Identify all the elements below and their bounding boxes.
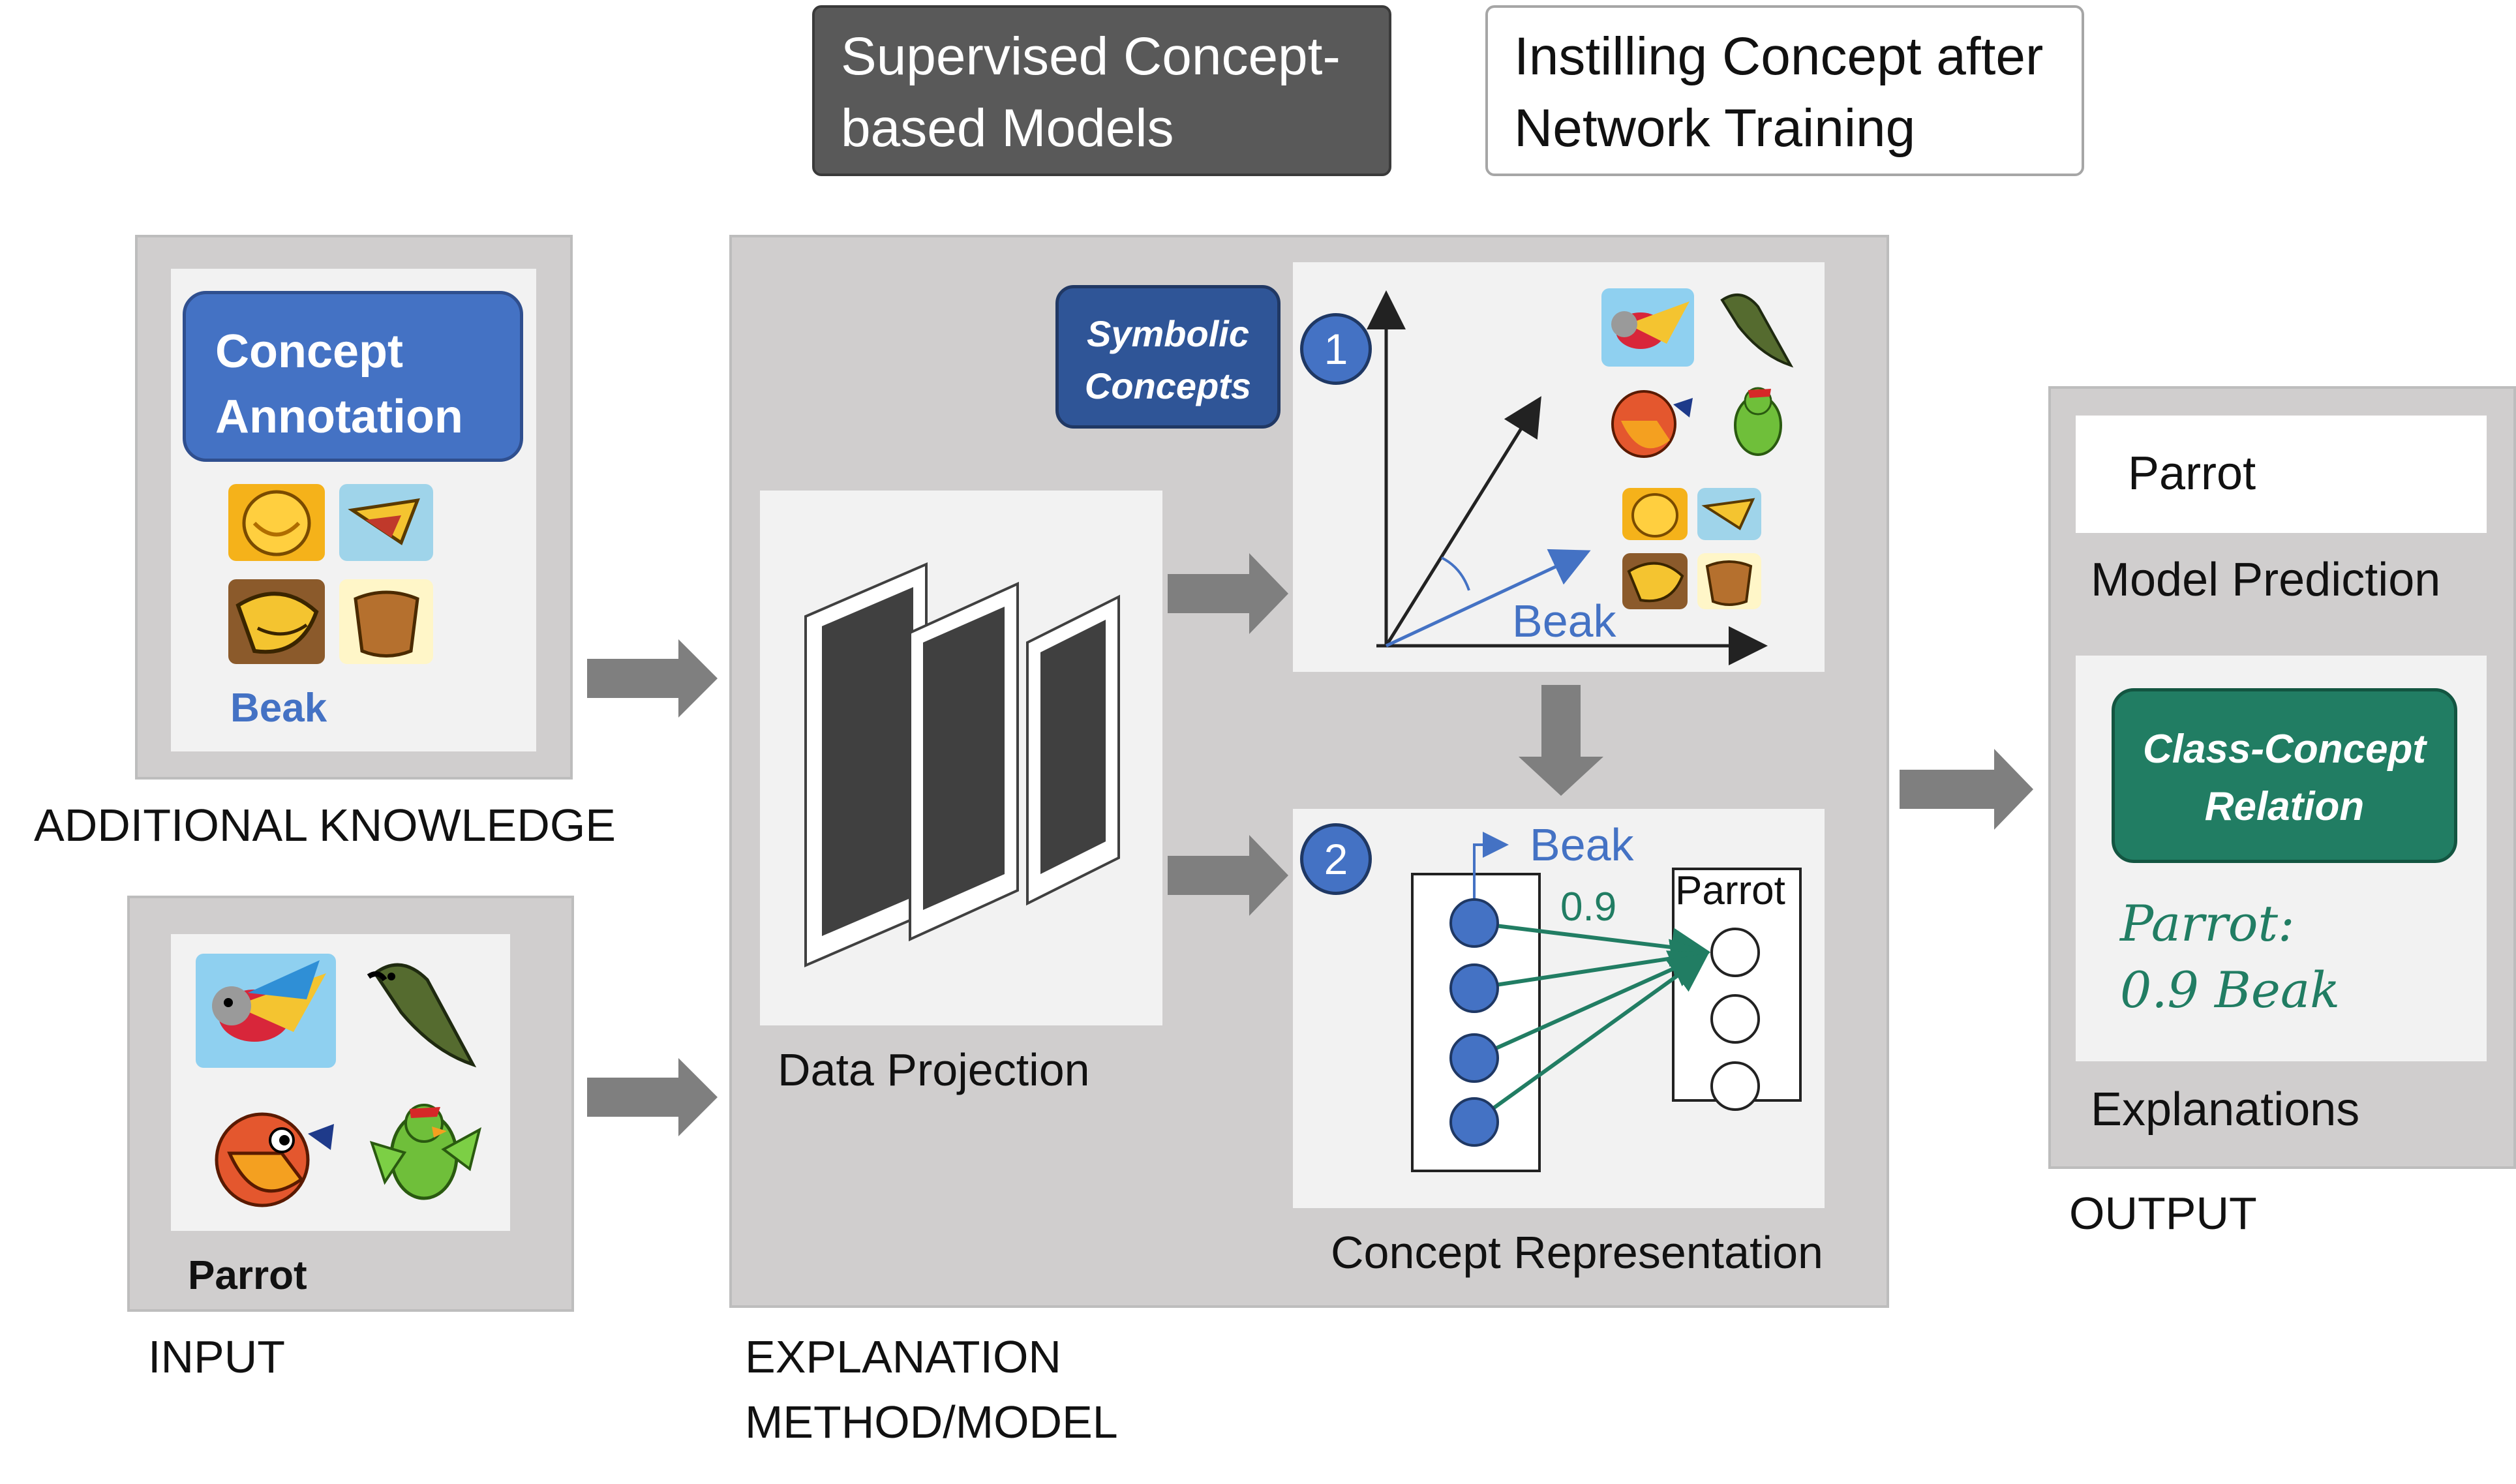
class-node-2 <box>1710 994 1760 1044</box>
parrot-image-2 <box>362 954 486 1071</box>
legend-instilling-label: Instilling Concept after Network Trainin… <box>1514 27 2044 158</box>
beak-thumbnail-4 <box>339 579 433 664</box>
edge-3 <box>1473 950 1710 1060</box>
beak-node-pointer <box>1473 832 1509 923</box>
legend-instilling: Instilling Concept after Network Trainin… <box>1485 5 2084 176</box>
legend-supervised: Supervised Concept-based Models <box>812 5 1391 176</box>
legend-supervised-label: Supervised Concept-based Models <box>841 27 1341 158</box>
prediction-value: Parrot <box>2128 447 2256 500</box>
space-beak-1 <box>1622 488 1688 540</box>
input-label: INPUT <box>148 1331 285 1382</box>
output-label: OUTPUT <box>2069 1188 2257 1239</box>
relation-formula-line2: 0.9 Beak <box>2120 961 2341 1019</box>
projection-layers <box>804 562 1120 968</box>
beak-vector <box>1385 549 1591 648</box>
input-class-label: Parrot <box>188 1253 307 1298</box>
space-parrot-1 <box>1601 288 1694 367</box>
edge-4 <box>1473 952 1709 1124</box>
concept-vector-plot <box>1367 290 1768 665</box>
class-vector <box>1384 396 1541 647</box>
relation-formula-line1: Parrot: <box>2120 894 2295 952</box>
arrow-space-to-representation <box>1519 685 1603 796</box>
arrow-knowledge-to-method <box>587 639 718 718</box>
parrot-image-4 <box>359 1091 489 1211</box>
edge-weight-label: 0.9 <box>1560 885 1617 930</box>
edge-1 <box>1474 921 1710 967</box>
arrow-method-to-output <box>1900 749 2033 830</box>
class-concept-relation-box: Class-Concept Relation <box>2112 688 2457 863</box>
additional-knowledge-label: ADDITIONAL KNOWLEDGE <box>34 800 616 851</box>
concept-node-4 <box>1449 1097 1499 1147</box>
space-beak-3 <box>1622 553 1688 609</box>
concept-node-1 <box>1449 898 1499 948</box>
parrot-node-label: Parrot <box>1675 868 1785 913</box>
beak-node-label: Beak <box>1530 819 1634 870</box>
data-projection-label: Data Projection <box>778 1044 1090 1095</box>
relation-formula: Parrot: 0.9 Beak <box>2120 890 2340 1023</box>
parrot-image-1 <box>196 954 336 1068</box>
space-beak-4 <box>1697 553 1761 609</box>
prediction-box <box>2076 416 2487 533</box>
explanations-label: Explanations <box>2091 1083 2360 1136</box>
space-parrot-2 <box>1712 287 1797 369</box>
arrow-input-to-method <box>587 1058 718 1136</box>
symbolic-concepts-label: Symbolic Concepts <box>1084 313 1252 406</box>
class-node-3 <box>1710 1061 1760 1111</box>
concept-annotation-box: Concept Annotation <box>183 291 523 462</box>
concept-annotation-title: Concept Annotation <box>215 326 463 443</box>
concept-node-2 <box>1449 963 1499 1013</box>
step-1-badge: 1 <box>1300 313 1372 385</box>
concept-layer-network <box>1411 832 1802 1172</box>
beak-thumbnail-3 <box>228 579 325 664</box>
beak-vector-label: Beak <box>1512 596 1616 646</box>
beak-thumbnail-2 <box>339 484 433 561</box>
space-beak-2 <box>1697 488 1761 540</box>
model-prediction-label: Model Prediction <box>2091 554 2441 606</box>
beak-thumbnail-1 <box>228 484 325 561</box>
class-node-1 <box>1710 928 1760 977</box>
parrot-image-3 <box>204 1088 344 1212</box>
space-parrot-4 <box>1712 378 1804 463</box>
arrow-projection-to-representation <box>1168 835 1288 916</box>
step-2-badge: 2 <box>1300 823 1372 895</box>
arrow-projection-to-concepts <box>1168 553 1288 634</box>
symbolic-concepts-box: Symbolic Concepts <box>1055 285 1281 429</box>
concept-representation-label: Concept Representation <box>1331 1227 1823 1278</box>
concept-node-3 <box>1449 1033 1499 1083</box>
angle-arc <box>1441 556 1470 591</box>
annotation-concept-label: Beak <box>230 686 327 731</box>
explanation-label-line1: EXPLANATION <box>745 1331 1061 1382</box>
explanation-label-line2: METHOD/MODEL <box>745 1397 1118 1447</box>
edge-2 <box>1474 939 1710 990</box>
class-concept-relation-title: Class-Concept Relation <box>2142 727 2427 829</box>
space-parrot-3 <box>1605 375 1696 463</box>
